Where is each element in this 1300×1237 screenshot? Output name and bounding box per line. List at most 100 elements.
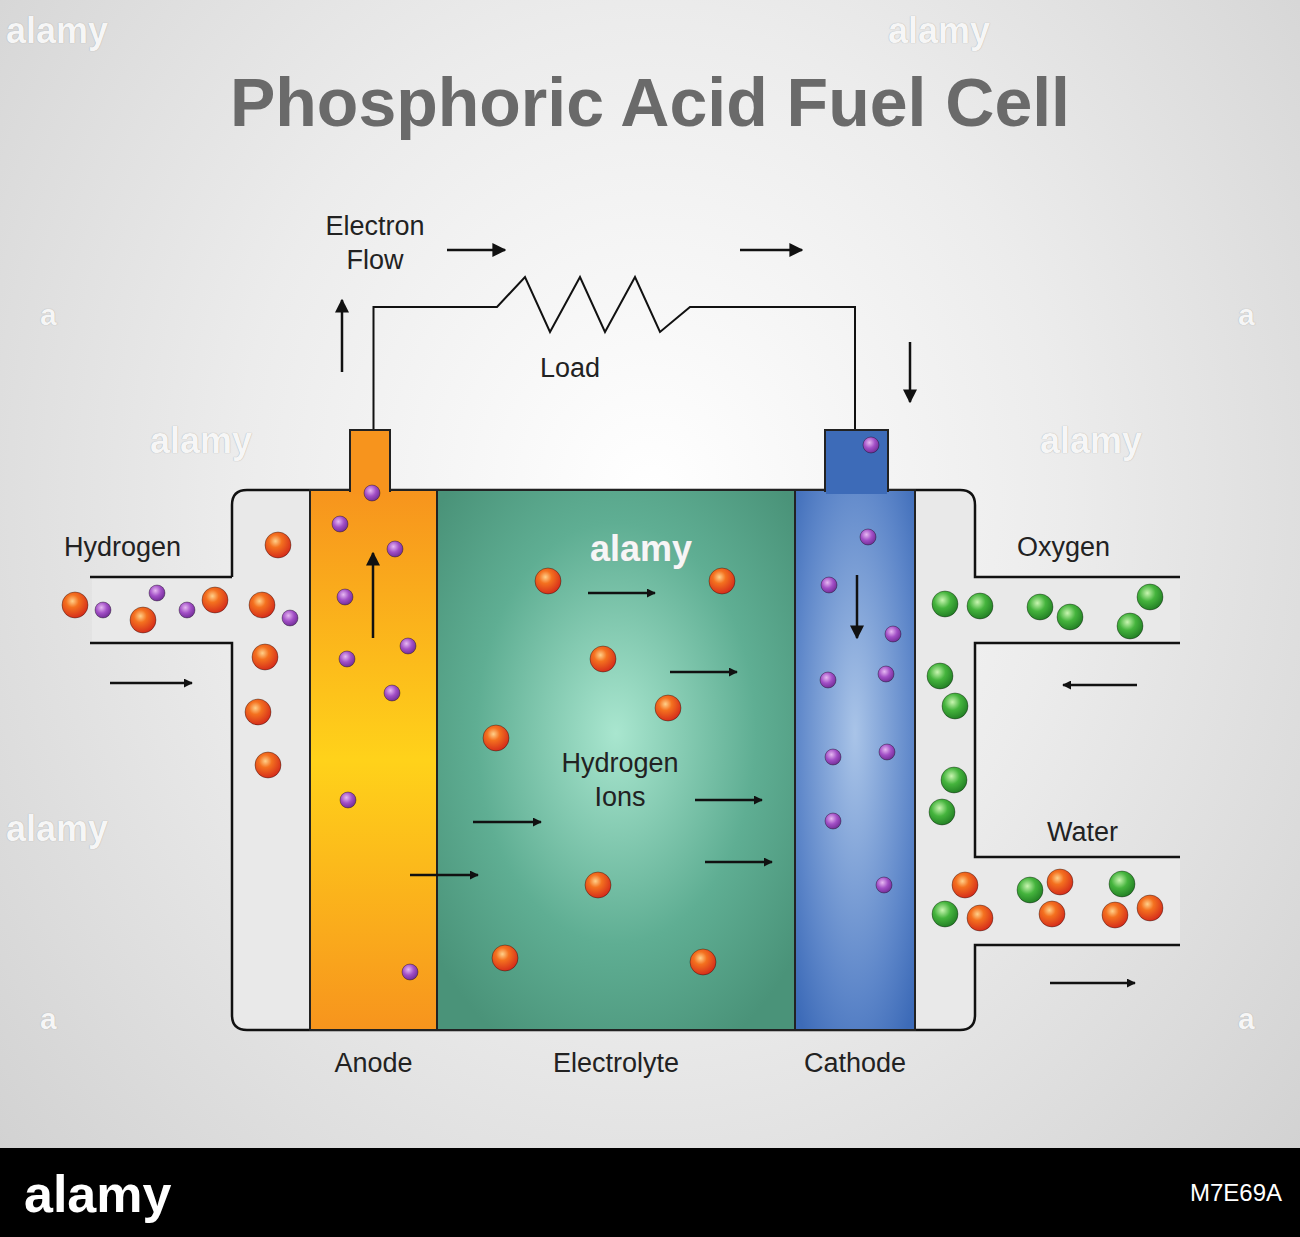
flow-arrow: [856, 575, 859, 638]
electron-particle: [863, 437, 879, 453]
hydrogen-particle: [590, 646, 616, 672]
flow-arrow: [909, 342, 912, 402]
cell-layer: Cathode: [795, 490, 915, 1030]
region-label: Hydrogen Ions: [535, 746, 705, 814]
flow-arrow: [341, 300, 344, 372]
electron-particle: [820, 672, 836, 688]
hydrogen-particle: [245, 699, 271, 725]
oxygen-particle: [932, 901, 958, 927]
electron-particle: [149, 585, 165, 601]
electron-particle: [878, 666, 894, 682]
cathode-terminal: [825, 430, 888, 491]
hydrogen-particle: [709, 568, 735, 594]
flow-arrow: [695, 799, 762, 802]
hydrogen-particle: [492, 945, 518, 971]
oxygen-particle: [1109, 871, 1135, 897]
hydrogen-particle: [265, 532, 291, 558]
hydrogen-particle: [1102, 902, 1128, 928]
housing-outline: [90, 490, 1180, 1030]
part-name: Anode: [250, 1046, 497, 1080]
electron-particle: [821, 577, 837, 593]
electron-particle: [332, 516, 348, 532]
watermark: alamy: [6, 8, 146, 53]
flow-arrow: [740, 249, 802, 252]
watermark: a: [1238, 296, 1278, 334]
oxygen-pipe-fill: [973, 578, 1180, 642]
part-name: Cathode: [735, 1046, 975, 1080]
electron-particle: [339, 651, 355, 667]
electrolyte-band: [437, 490, 795, 1030]
electron-particle: [387, 541, 403, 557]
electron-particle: [860, 529, 876, 545]
hydrogen-particle: [1039, 901, 1065, 927]
electron-particle: [340, 792, 356, 808]
flow-arrow: [372, 553, 375, 638]
oxygen-particle: [929, 799, 955, 825]
oxygen-particle: [1027, 594, 1053, 620]
hydrogen-particle: [1137, 895, 1163, 921]
hydrogen-particle: [585, 872, 611, 898]
oxygen-particle: [1137, 584, 1163, 610]
flow-arrow: [410, 874, 478, 877]
watermark: a: [40, 296, 80, 334]
cell-layer: Anode: [310, 490, 437, 1030]
electron-particle: [402, 964, 418, 980]
cell-layer: Hydrogen IonsElectrolyte: [437, 490, 795, 1030]
electron-particle: [337, 589, 353, 605]
outlet-label: Water: [1047, 815, 1207, 849]
hydrogen-particle: [483, 725, 509, 751]
inlet-label: Oxygen: [1017, 530, 1177, 564]
flow-arrow: [1063, 684, 1137, 687]
terminal-join: [826, 486, 887, 494]
inlet-label: Hydrogen: [64, 530, 244, 564]
hydrogen-particle: [655, 695, 681, 721]
electron-flow-label: Electron Flow: [300, 209, 450, 277]
flow-arrow: [670, 671, 737, 674]
water-pipe-fill: [973, 858, 1180, 944]
oxygen-particle: [932, 591, 958, 617]
particle-group: [62, 437, 1163, 980]
oxygen-particle: [942, 693, 968, 719]
oxygen-particle: [1117, 613, 1143, 639]
flow-arrow: [1050, 982, 1135, 985]
flow-arrow: [588, 592, 655, 595]
flow-arrow: [110, 682, 192, 685]
oxygen-particle: [1057, 604, 1083, 630]
electron-particle: [364, 485, 380, 501]
electron-particle: [400, 638, 416, 654]
hydrogen-particle: [967, 905, 993, 931]
flow-arrow: [447, 249, 505, 252]
watermark: alamy: [1040, 418, 1180, 463]
footer-logo: alamy: [24, 1162, 244, 1227]
hydrogen-particle: [255, 752, 281, 778]
image-id: M7E69A: [1000, 1178, 1282, 1208]
watermark: a: [40, 1000, 80, 1038]
cathode-band: [795, 490, 915, 1030]
oxygen-particle: [927, 663, 953, 689]
oxygen-particle: [1017, 877, 1043, 903]
flow-arrows: [110, 250, 1137, 983]
hydrogen-particle: [130, 607, 156, 633]
electron-particle: [876, 877, 892, 893]
flow-arrow: [473, 821, 541, 824]
oxygen-particle: [941, 767, 967, 793]
inlet-fill: [92, 578, 234, 642]
anode-terminal: [350, 430, 390, 491]
flow-arrow: [705, 861, 772, 864]
hydrogen-particle: [249, 592, 275, 618]
oxygen-particle: [967, 593, 993, 619]
hydrogen-particle: [690, 949, 716, 975]
electron-particle: [825, 749, 841, 765]
hydrogen-particle: [952, 872, 978, 898]
electron-particle: [879, 744, 895, 760]
electron-particle: [95, 602, 111, 618]
electron-particle: [179, 602, 195, 618]
watermark: alamy: [590, 526, 730, 571]
electron-particle: [282, 610, 298, 626]
hydrogen-particle: [62, 592, 88, 618]
hydrogen-particle: [252, 644, 278, 670]
hydrogen-particle: [1047, 869, 1073, 895]
part-name: Electrolyte: [377, 1046, 855, 1080]
electron-particle: [384, 685, 400, 701]
title: Phosphoric Acid Fuel Cell: [0, 62, 1300, 142]
